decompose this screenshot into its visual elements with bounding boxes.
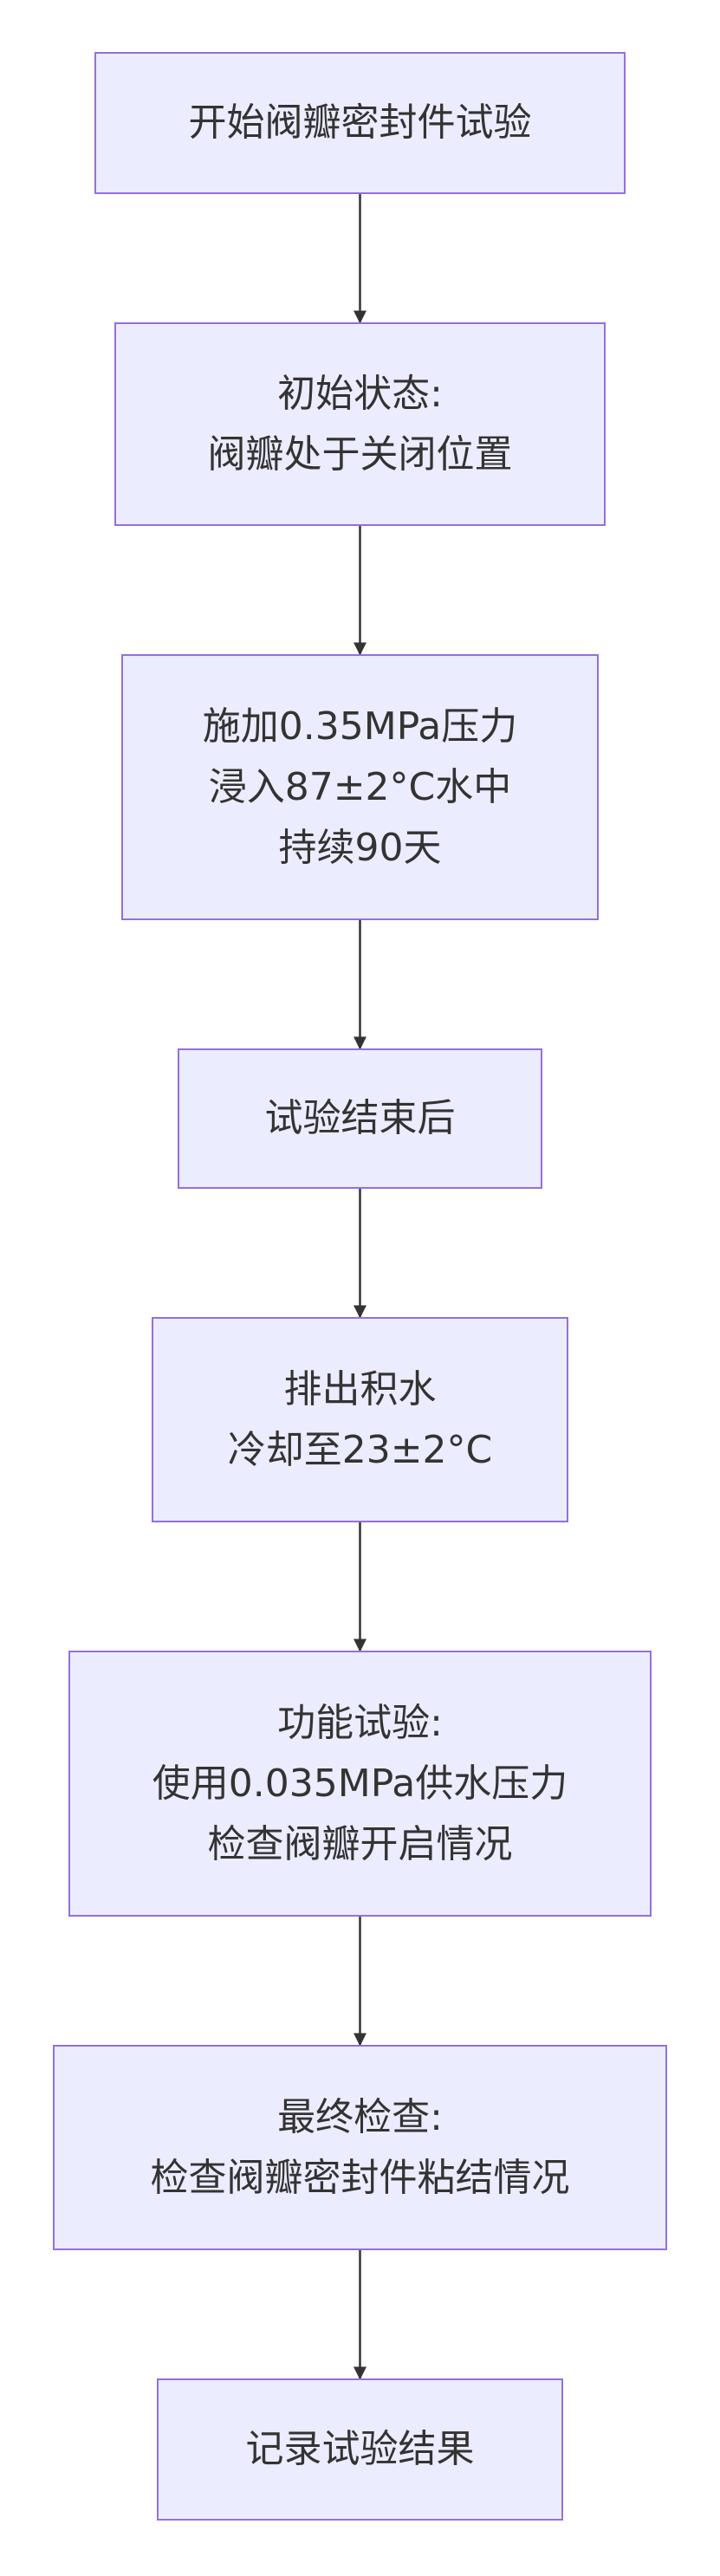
node-test-end: 试验结束后 <box>178 1048 542 1189</box>
node-apply-pressure: 施加0.35MPa压力 浸入87±2°C水中 持续90天 <box>121 654 599 920</box>
node-apply-pressure-line-2: 浸入87±2°C水中 <box>208 764 512 809</box>
node-final-check: 最终检查: 检查阀瓣密封件粘结情况 <box>53 2045 667 2250</box>
node-drain-cool: 排出积水 冷却至23±2°C <box>152 1317 568 1522</box>
node-function-test: 功能试验: 使用0.035MPa供水压力 检查阀瓣开启情况 <box>68 1651 652 1917</box>
node-function-test-line-1: 功能试验: <box>277 1700 443 1745</box>
node-final-check-line-2: 检查阀瓣密封件粘结情况 <box>150 2155 570 2200</box>
node-final-check-line-1: 最终检查: <box>277 2094 443 2139</box>
node-apply-pressure-line-3: 持续90天 <box>278 825 442 870</box>
node-drain-cool-line-2: 冷却至23±2°C <box>227 1427 493 1472</box>
node-drain-cool-line-1: 排出积水 <box>283 1366 437 1411</box>
node-start-line-1: 开始阀瓣密封件试验 <box>188 101 532 145</box>
node-function-test-line-2: 使用0.035MPa供水压力 <box>152 1761 568 1806</box>
node-start: 开始阀瓣密封件试验 <box>94 52 626 194</box>
node-initial-state-line-2: 阀瓣处于关闭位置 <box>207 431 513 477</box>
node-initial-state: 初始状态: 阀瓣处于关闭位置 <box>114 322 606 526</box>
node-initial-state-line-1: 初始状态: <box>277 371 443 416</box>
node-apply-pressure-line-1: 施加0.35MPa压力 <box>202 704 518 749</box>
node-test-end-line-1: 试验结束后 <box>264 1096 456 1140</box>
node-record-results-line-1: 记录试验结果 <box>245 2427 475 2471</box>
node-function-test-line-3: 检查阀瓣开启情况 <box>207 1821 513 1866</box>
node-record-results: 记录试验结果 <box>157 2378 563 2521</box>
